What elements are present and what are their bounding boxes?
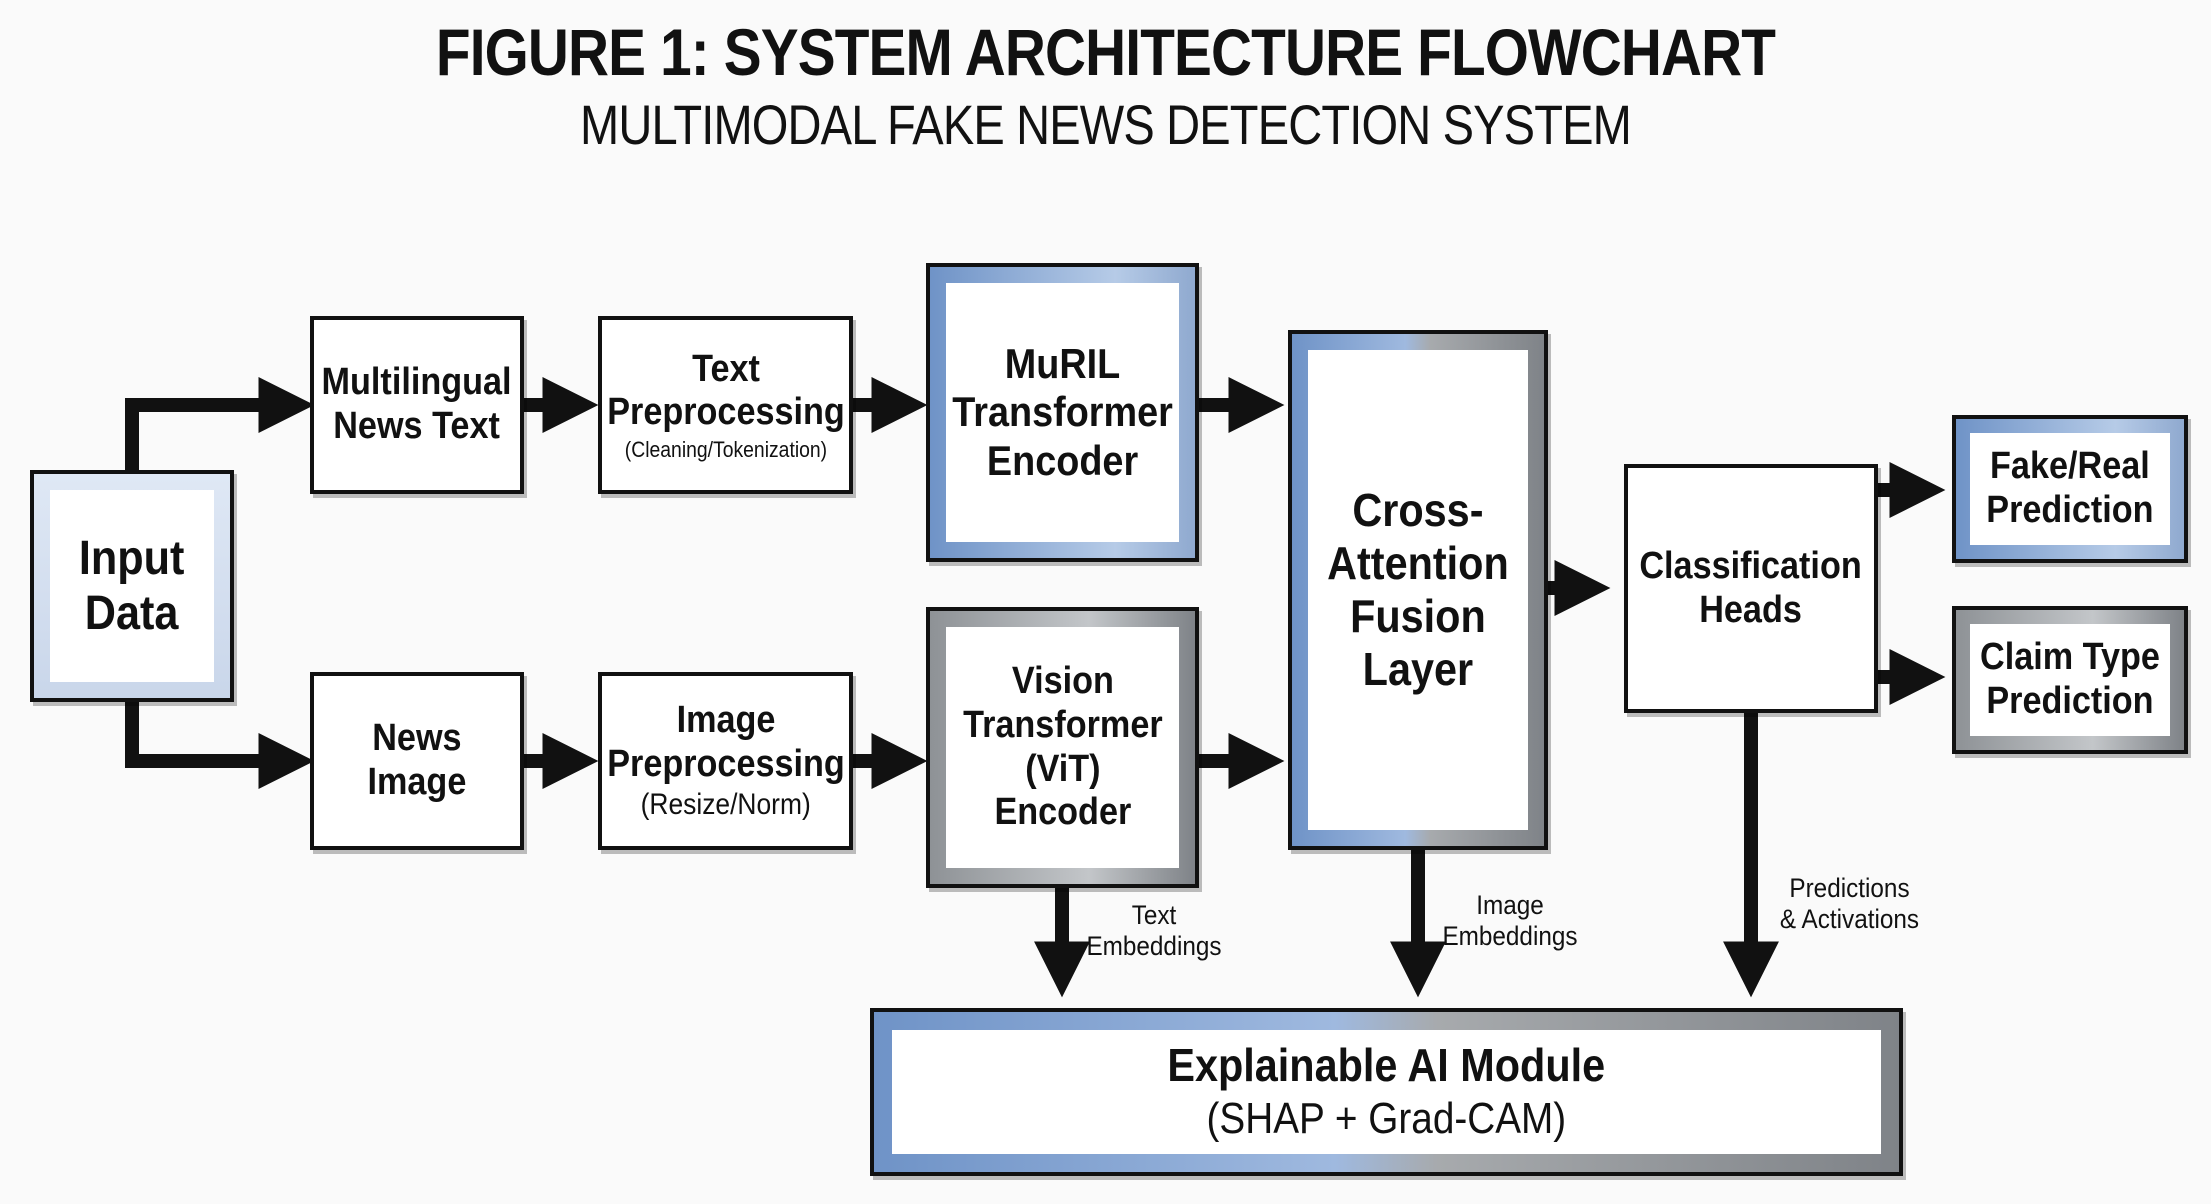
fake-real-prediction-node: Fake/Real Prediction <box>1952 415 2188 563</box>
image-preprocessing-note: (Resize/Norm) <box>640 788 811 822</box>
text-embeddings-label: Text Embeddings <box>1086 900 1222 962</box>
news-image-label: News Image <box>367 717 467 803</box>
fake-real-prediction-label: Fake/Real Prediction <box>1986 445 2154 531</box>
explainable-ai-module-node: Explainable AI Module (SHAP + Grad-CAM) <box>870 1008 1903 1176</box>
input-data-label: Input Data <box>79 531 185 640</box>
predictions-activations-label: Predictions & Activations <box>1779 873 1920 935</box>
text-preprocessing-label: Text Preprocessing <box>606 347 845 434</box>
input-data-node: Input Data <box>30 470 234 702</box>
explainable-ai-module-note: (SHAP + Grad-CAM) <box>1206 1094 1567 1144</box>
muril-encoder-label: MuRIL Transformer Encoder <box>952 340 1173 484</box>
vit-encoder-label: Vision Transformer (ViT) Encoder <box>962 660 1163 834</box>
claim-type-prediction-label: Claim Type Prediction <box>1980 636 2160 722</box>
figure-subtitle: MULTIMODAL FAKE NEWS DETECTION SYSTEM <box>580 93 1632 156</box>
arrow-input-to-text <box>125 377 315 472</box>
vit-encoder-node: Vision Transformer (ViT) Encoder <box>926 607 1199 888</box>
arrow-input-to-image <box>125 700 315 789</box>
news-image-node: News Image <box>310 672 524 850</box>
multilingual-news-text-label: Multilingual News Text <box>322 361 512 447</box>
image-preprocessing-label: Image Preprocessing <box>606 699 845 785</box>
text-preprocessing-node: Text Preprocessing (Cleaning/Tokenizatio… <box>598 316 853 494</box>
cross-attention-fusion-node: Cross- Attention Fusion Layer <box>1288 330 1548 850</box>
image-embeddings-label: Image Embeddings <box>1442 890 1578 952</box>
figure-title: FIGURE 1: SYSTEM ARCHITECTURE FLOWCHART <box>435 15 1776 89</box>
classification-heads-node: Classification Heads <box>1624 464 1878 713</box>
classification-heads-label: Classification Heads <box>1639 544 1863 631</box>
cross-attention-fusion-label: Cross- Attention Fusion Layer <box>1327 484 1509 695</box>
multilingual-news-text-node: Multilingual News Text <box>310 316 524 494</box>
image-preprocessing-node: Image Preprocessing (Resize/Norm) <box>598 672 853 850</box>
explainable-ai-module-label: Explainable AI Module <box>1167 1039 1606 1092</box>
muril-encoder-node: MuRIL Transformer Encoder <box>926 263 1199 562</box>
claim-type-prediction-node: Claim Type Prediction <box>1952 606 2188 754</box>
text-preprocessing-note: (Cleaning/Tokenization) <box>624 437 827 463</box>
